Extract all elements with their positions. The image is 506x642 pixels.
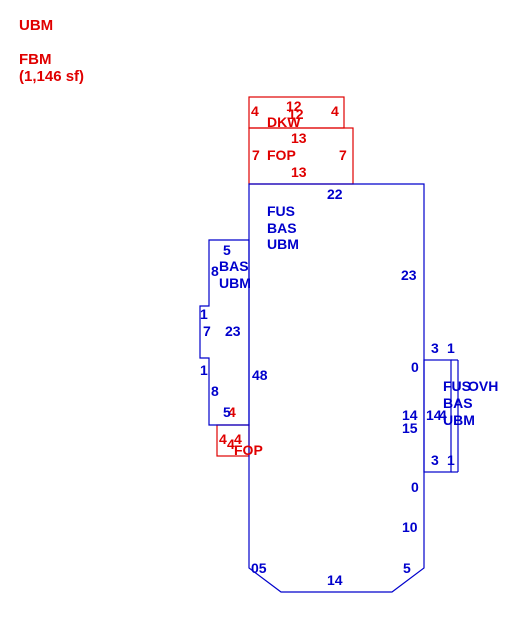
- main-top-dim: 22: [327, 186, 343, 202]
- right-dim-0b: 0: [411, 479, 419, 495]
- legend-area: (1,146 sf): [19, 68, 85, 85]
- legend-fbm: FBM: [19, 51, 52, 68]
- wing-dim-1a: 1: [200, 306, 208, 322]
- porch-right-dim: 7: [339, 147, 347, 163]
- right-dim-10: 10: [402, 519, 418, 535]
- wing-label-1: BAS: [219, 258, 249, 274]
- main-left-dim: 48: [252, 367, 268, 383]
- deck-bottom-dim: 13: [291, 130, 307, 146]
- small-porch-left-dim-2: 4: [227, 436, 235, 452]
- wing-dim-1b: 1: [200, 362, 208, 378]
- right-dim-0a: 0: [411, 359, 419, 375]
- deck-left-dim: 4: [251, 103, 259, 119]
- main-bottom-dim: 14: [327, 572, 343, 588]
- right-dim-14: 14: [402, 407, 418, 423]
- right-bump-outline: [423, 359, 452, 473]
- deck-top-dim-2: 12: [288, 106, 304, 122]
- porch-bottom-dim: 13: [291, 164, 307, 180]
- main-structure-outline: [248, 183, 425, 593]
- wing-label-2: UBM: [219, 275, 251, 291]
- rw-label-3: UBM: [443, 412, 475, 428]
- deck-label: DKW: [267, 114, 301, 130]
- small-porch-mid-dim: 4: [234, 431, 242, 447]
- right-dim-15: 15: [402, 420, 418, 436]
- bottom-left-dim: 05: [251, 560, 267, 576]
- left-wing-outline: [199, 239, 250, 426]
- rw-label-2: BAS: [443, 395, 473, 411]
- rw-label-1b: OVH: [468, 378, 498, 394]
- rw-dim-3a: 3: [431, 340, 439, 356]
- small-porch-top-dim: 4: [228, 404, 236, 420]
- main-label-1: FUS: [267, 203, 295, 219]
- small-porch-label: FOP: [234, 442, 263, 458]
- rw-dim-4: 4: [439, 407, 447, 423]
- deck-top-dim: 12: [286, 98, 302, 114]
- main-label-3: UBM: [267, 236, 299, 252]
- wing-dim-7: 7: [203, 323, 211, 339]
- rw-dim-1a: 1: [447, 340, 455, 356]
- main-right-dim: 23: [401, 267, 417, 283]
- wing-top-dim: 5: [223, 242, 231, 258]
- porch-label: FOP: [267, 147, 296, 163]
- rw-dim-3b: 3: [431, 452, 439, 468]
- bottom-right-dim: 5: [403, 560, 411, 576]
- wing-dim-23: 23: [225, 323, 241, 339]
- legend: UBM FBM (1,146 sf): [19, 17, 84, 85]
- wing-dim-8b: 8: [211, 383, 219, 399]
- wing-dim-8a: 8: [211, 263, 219, 279]
- wing-dim-5: 5: [223, 404, 231, 420]
- rw-dim-14: 14: [426, 407, 442, 423]
- main-label-2: BAS: [267, 220, 297, 236]
- rw-dim-1b: 1: [447, 452, 455, 468]
- rw-label-1: FUS: [443, 378, 471, 394]
- legend-ubm: UBM: [19, 17, 54, 34]
- deck-right-dim: 4: [331, 103, 339, 119]
- porch-left-dim: 7: [252, 147, 260, 163]
- small-porch-left-dim: 4: [219, 431, 227, 447]
